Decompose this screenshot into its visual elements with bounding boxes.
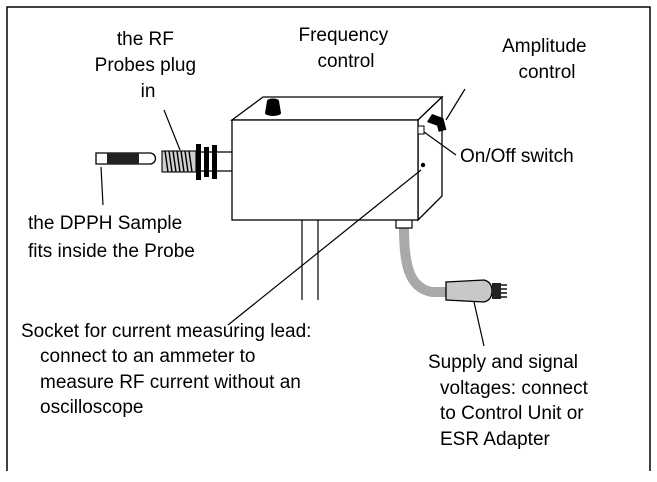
label-amplitude-control: Amplitude control — [502, 36, 592, 83]
leader-amplitude — [445, 88, 466, 121]
leader-rf-probes — [163, 109, 181, 151]
amplitude-knob[interactable] — [427, 114, 447, 132]
stand-post — [301, 220, 319, 300]
frame-border — [6, 6, 651, 471]
oscillator-box — [230, 95, 444, 222]
label-on-off-switch: On/Off switch — [460, 146, 574, 167]
label-frequency-control: Frequency control — [298, 25, 393, 72]
cable — [399, 223, 451, 297]
on-off-switch[interactable] — [417, 125, 425, 135]
leader-lines — [100, 88, 485, 347]
label-supply: Supply and signal voltages: connect to C… — [428, 352, 593, 450]
leader-onoff — [423, 131, 457, 156]
dpph-sample — [95, 152, 157, 165]
label-socket: Socket for current measuring lead: conne… — [21, 321, 317, 418]
label-rf-probes: the RF Probes plug in — [95, 29, 202, 102]
label-dpph-sample: the DPPH Sample fits inside the Probe — [28, 213, 195, 262]
supply-connector — [445, 279, 507, 303]
leader-socket — [227, 169, 422, 326]
leader-dpph — [100, 166, 104, 206]
leader-supply — [473, 301, 485, 347]
frequency-knob[interactable] — [265, 98, 281, 117]
probe-connector — [161, 144, 232, 180]
current-socket[interactable] — [420, 162, 426, 168]
